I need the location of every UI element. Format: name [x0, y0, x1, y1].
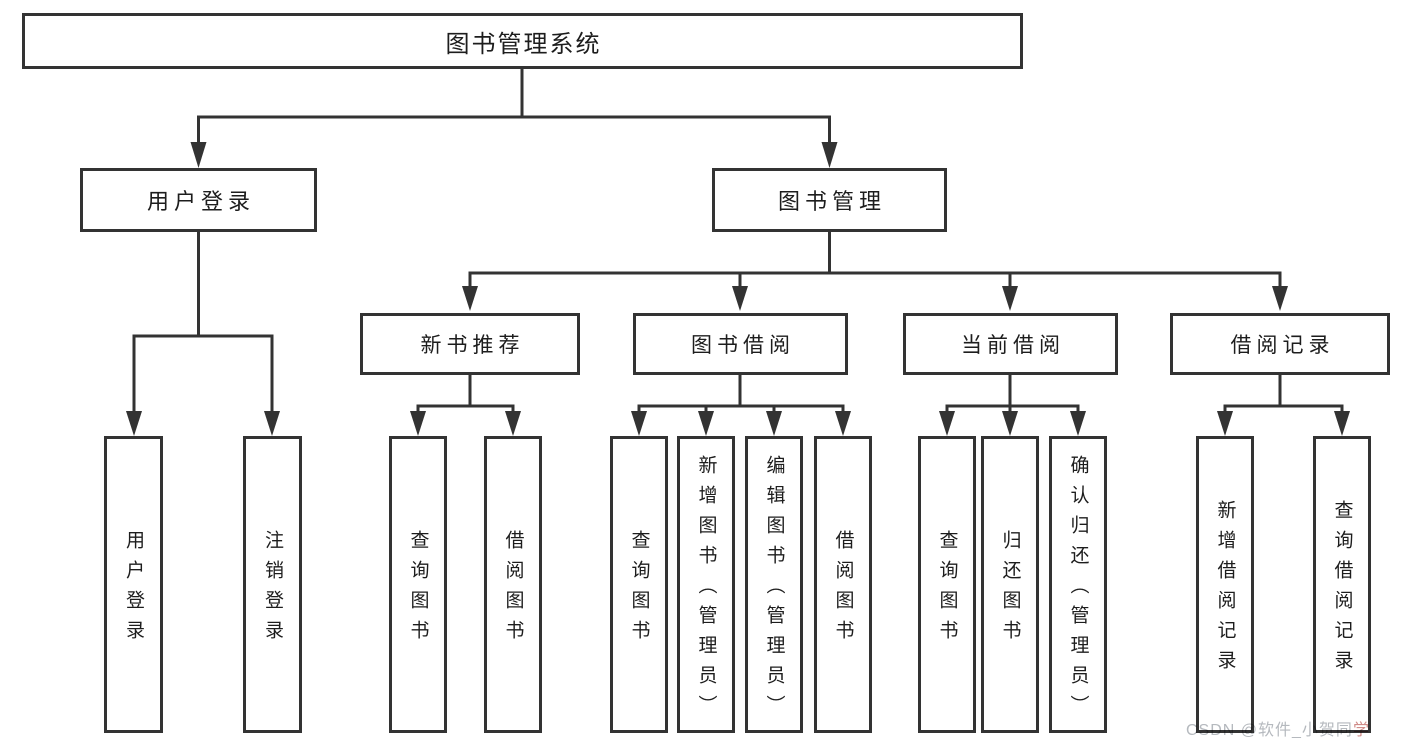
node-book-management: 图书管理	[712, 168, 947, 232]
leaf-add-books-admin-label: 新增图书（管理员）	[695, 455, 717, 725]
leaf-query-books-borrowing-label: 查询图书	[628, 530, 650, 650]
leaf-query-borrow-record: 查询借阅记录	[1313, 436, 1371, 733]
leaf-borrow-books-label: 借阅图书	[832, 530, 854, 650]
leaf-query-books-recommend-label: 查询图书	[407, 530, 429, 650]
node-book-management-label: 图书管理	[777, 189, 886, 214]
node-borrowing-records-label: 借阅记录	[1230, 334, 1335, 357]
leaf-query-borrow-record-label: 查询借阅记录	[1331, 500, 1353, 680]
node-root-system: 图书管理系统	[22, 13, 1023, 69]
node-current-borrowing: 当前借阅	[903, 313, 1118, 375]
node-new-book-recommend-label: 新书推荐	[420, 334, 525, 357]
leaf-query-books-current: 查询图书	[918, 436, 976, 733]
leaf-add-borrow-record-label: 新增借阅记录	[1214, 500, 1236, 680]
node-user-login: 用户登录	[80, 168, 317, 232]
leaf-borrow-books-recommend: 借阅图书	[484, 436, 542, 733]
leaf-borrow-books-recommend-label: 借阅图书	[502, 530, 524, 650]
leaf-borrow-books: 借阅图书	[814, 436, 872, 733]
leaf-confirm-return-admin: 确认归还（管理员）	[1049, 436, 1107, 733]
leaf-query-books-borrowing: 查询图书	[610, 436, 668, 733]
leaf-confirm-return-admin-label: 确认归还（管理员）	[1067, 455, 1089, 725]
leaf-query-books-current-label: 查询图书	[936, 530, 958, 650]
node-book-borrowing: 图书借阅	[633, 313, 848, 375]
node-new-book-recommend: 新书推荐	[360, 313, 580, 375]
node-book-borrowing-label: 图书借阅	[691, 334, 795, 357]
node-user-login-label: 用户登录	[146, 189, 255, 214]
leaf-return-books: 归还图书	[981, 436, 1039, 733]
node-current-borrowing-label: 当前借阅	[961, 334, 1065, 357]
node-borrowing-records: 借阅记录	[1170, 313, 1390, 375]
leaf-query-books-recommend: 查询图书	[389, 436, 447, 733]
leaf-user-login-label: 用户登录	[123, 530, 144, 650]
leaf-logout: 注销登录	[243, 436, 302, 733]
leaf-return-books-label: 归还图书	[999, 530, 1021, 650]
node-root-label: 图书管理系统	[445, 30, 602, 58]
leaf-edit-books-admin: 编辑图书（管理员）	[745, 436, 803, 733]
leaf-logout-label: 注销登录	[262, 530, 283, 650]
leaf-add-borrow-record: 新增借阅记录	[1196, 436, 1254, 733]
leaf-user-login: 用户登录	[104, 436, 163, 733]
leaf-edit-books-admin-label: 编辑图书（管理员）	[763, 455, 785, 725]
leaf-add-books-admin: 新增图书（管理员）	[677, 436, 735, 733]
